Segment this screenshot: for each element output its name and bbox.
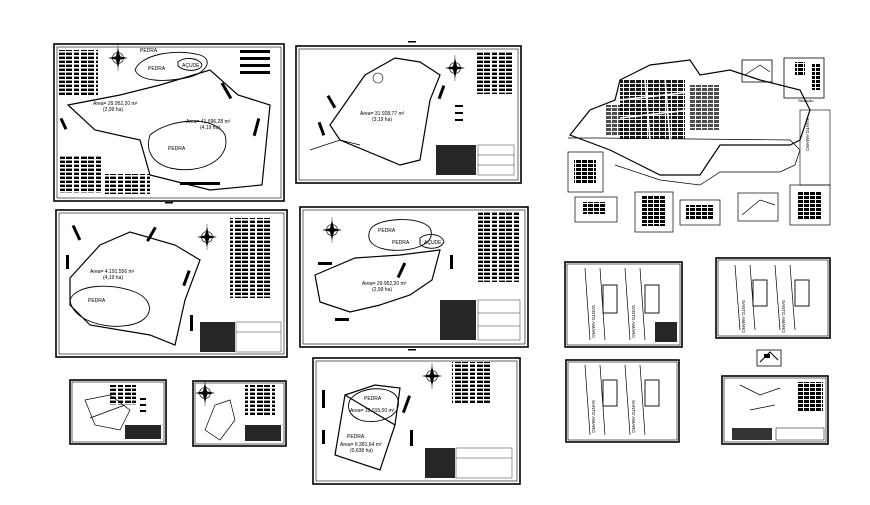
parcel-boundary <box>66 69 271 191</box>
area-label: Area= 29.952,20 m² <box>362 281 407 287</box>
title-block <box>436 145 476 175</box>
area-label: (2,99 ha) <box>103 107 123 113</box>
pedra-label: PEDRA <box>140 48 158 54</box>
acude-label: AÇUDE <box>424 240 442 246</box>
pedra-label: PEDRA <box>378 228 396 234</box>
rock-outcrop <box>368 219 432 251</box>
pedra-label: PEDRA <box>364 396 382 402</box>
street-label: SANTO AMARO <box>631 400 636 433</box>
area-label: Area= 10.015,00 m² <box>350 408 395 414</box>
city-map-sheet: Situação SANTO AMARO <box>567 57 831 233</box>
pond-outline <box>177 58 203 71</box>
sheet-4: PEDRA PEDRA AÇUDE Area= 29.952,20 m² (2,… <box>299 206 529 348</box>
sheet-5: PEDRA Area= 10.015,00 m² PEDRA Area= 6.3… <box>312 357 521 485</box>
acude-label: AÇUDE <box>182 63 200 69</box>
title-block <box>425 448 455 478</box>
rock-outcrop <box>69 285 150 327</box>
coordinate-table <box>58 50 98 95</box>
coordinate-table <box>60 155 102 193</box>
sheet-1: PEDRA PEDRA AÇUDE PEDRA Area= 29.952,20 … <box>53 43 285 202</box>
title-block <box>200 322 235 352</box>
rock-outcrop <box>148 120 227 171</box>
sheet-7 <box>192 379 287 447</box>
street-label: SANTO AMARO <box>741 300 746 333</box>
lot-plan-sheet-4 <box>721 375 829 445</box>
pedra-label: PEDRA <box>168 146 186 152</box>
street-label: SANTO AMARO <box>631 305 636 338</box>
street-label: SANTO AMARO <box>591 400 596 433</box>
sheet-3: PEDRA Area= 4.191.556 m² (4,19 ha) <box>55 209 288 358</box>
title-block <box>440 300 476 340</box>
street-label: SANTO AMARO <box>591 305 596 338</box>
coordinate-table <box>105 174 150 194</box>
coordinate-table <box>476 52 514 94</box>
area-label: (2,99 ha) <box>372 287 392 293</box>
coordinate-table <box>478 212 520 282</box>
parcel-boundary <box>314 249 441 313</box>
urban-area-outline <box>569 59 811 176</box>
situacao-label: Situação <box>798 98 814 103</box>
area-label: Area= 31.928,77 m² <box>360 111 405 117</box>
coordinate-table <box>230 218 270 298</box>
pedra-label: PEDRA <box>347 434 365 440</box>
area-label: Area= 29.952,20 m² <box>93 101 138 107</box>
street-label: SANTO AMARO <box>781 300 786 333</box>
lot-plan-sheet-3: SANTO AMARO SANTO AMARO <box>565 359 680 443</box>
lot-plan-sheet-2: SANTO AMARO SANTO AMARO <box>715 257 831 339</box>
street-label: SANTO AMARO <box>805 118 810 151</box>
pond-outline <box>419 234 445 249</box>
area-label: (3,19 ha) <box>372 117 392 123</box>
sheet-6 <box>69 379 167 445</box>
area-label: (4,19 ha) <box>103 275 123 281</box>
area-label: (0,638 ha) <box>350 448 373 454</box>
parcel-boundary <box>329 57 441 166</box>
area-label: Area= 4.191.556 m² <box>90 269 135 275</box>
sheet-2: Area= 31.928,77 m² (3,19 ha) <box>295 45 522 184</box>
pedra-label: PEDRA <box>88 298 106 304</box>
coordinate-table <box>452 362 490 404</box>
pedra-label: PEDRA <box>392 240 410 246</box>
area-label: Area= 6.381,64 m² <box>340 442 382 448</box>
rock-outcrop <box>348 388 399 422</box>
legend-thumbnail <box>756 349 782 367</box>
rock-outcrop <box>134 51 208 81</box>
lot-plan-sheet-1: SANTO AMARO SANTO AMARO <box>564 261 683 348</box>
area-label: (4,19 ha) <box>200 125 220 131</box>
pedra-label: PEDRA <box>148 66 166 72</box>
area-label: Area= 41.696,28 m² <box>186 119 231 125</box>
